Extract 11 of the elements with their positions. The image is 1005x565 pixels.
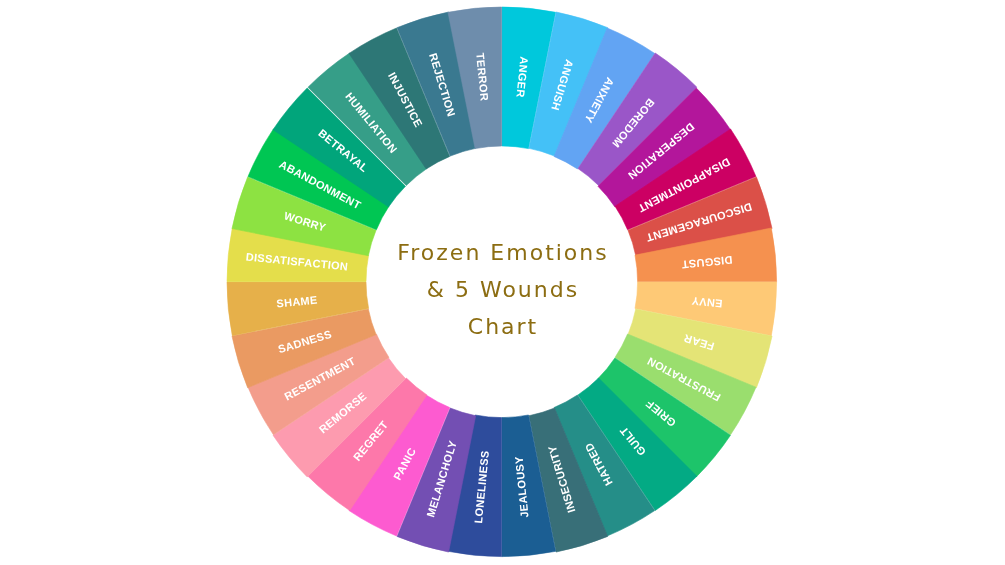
segment-label: ANGER <box>513 55 531 99</box>
segment-label: FEAR <box>682 331 716 353</box>
segment-label: JEALOUSY <box>512 455 532 519</box>
chart-title: Frozen Emotions & 5 Wounds Chart <box>396 239 610 341</box>
segment-label: ENVY <box>690 294 724 311</box>
segment-label: DISGUST <box>680 252 733 271</box>
segment-label: SHAME <box>275 293 319 311</box>
wheel-segment <box>635 282 777 336</box>
segment-label: LONELINESS <box>471 449 492 525</box>
segment-label: DISSATISFACTION <box>245 250 349 274</box>
segment-label: TERROR <box>472 52 491 102</box>
